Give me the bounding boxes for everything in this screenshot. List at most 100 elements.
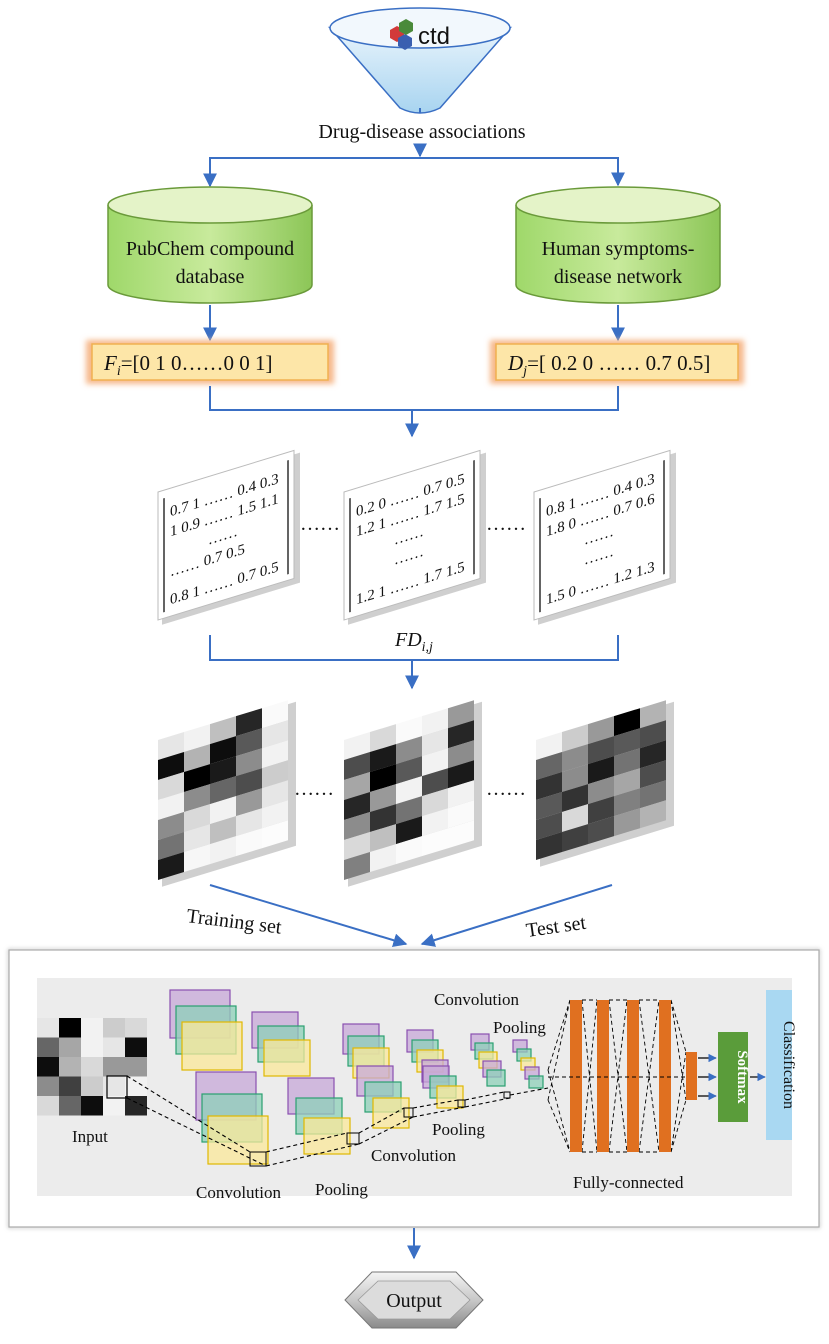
image-pixel — [614, 808, 640, 837]
feature-matrices: 0.7 1 …… 0.4 0.31 0.9 …… 1.5 1.1………… 0.7… — [157, 449, 676, 625]
training-arrow — [209, 884, 408, 948]
image-pixel — [396, 756, 422, 785]
dj-value: =[ 0.2 0 …… 0.7 0.5] — [527, 351, 710, 375]
image-pixel — [158, 792, 184, 820]
cnn-convolution-label-1: Convolution — [196, 1183, 282, 1202]
image-pixel — [370, 784, 396, 813]
grayscale-feature-image — [158, 700, 296, 887]
input-pixel — [103, 1096, 125, 1116]
image-pixel — [396, 836, 422, 865]
cnn-convolution-label-2: Convolution — [371, 1146, 457, 1165]
image-pixel — [422, 728, 448, 757]
image-pixel — [370, 824, 396, 853]
image-pixel — [562, 744, 588, 773]
image-pixel — [158, 732, 184, 760]
pubchem-database-cylinder: PubChem compound database — [107, 186, 313, 304]
input-pixel — [37, 1037, 59, 1057]
branch-connector-top — [203, 157, 625, 188]
image-pixel — [344, 732, 370, 760]
fc-layer-bar — [659, 1000, 671, 1152]
cnn-fully-connected-label: Fully-connected — [573, 1173, 684, 1192]
input-pixel — [59, 1057, 81, 1077]
image-pixel — [158, 772, 184, 800]
image-pixel — [422, 768, 448, 797]
image-pixel — [344, 812, 370, 840]
fd-label: FDi,j — [394, 629, 433, 655]
image-pixel — [422, 748, 448, 777]
image-pixel — [370, 764, 396, 793]
projection-line — [358, 1107, 405, 1134]
cnn-convolution-label-3: Convolution — [434, 990, 520, 1009]
image-pixel — [536, 772, 562, 800]
input-pixel — [103, 1037, 125, 1057]
conv-layer-1-bottom — [195, 1071, 269, 1165]
image-pixel — [640, 780, 666, 809]
image-pixel — [370, 724, 396, 753]
image-pixel — [614, 768, 640, 797]
image-pixel — [210, 796, 236, 825]
input-pixel — [125, 1018, 147, 1038]
image-pixel — [536, 812, 562, 840]
input-pixel — [125, 1057, 147, 1077]
input-pixel — [59, 1018, 81, 1038]
image-pixel — [262, 700, 288, 729]
receptive-window — [346, 1132, 360, 1145]
input-pixel — [81, 1096, 103, 1116]
projection-line — [126, 1097, 267, 1167]
image-pixel — [614, 788, 640, 817]
image-pixel — [262, 820, 288, 849]
image-pixel — [562, 824, 588, 853]
ctd-logo-text: ctd — [418, 23, 450, 50]
image-pixel — [562, 724, 588, 753]
image-pixel — [614, 708, 640, 737]
image-pixel — [614, 728, 640, 757]
projection-line — [412, 1099, 459, 1109]
image-pixel — [640, 720, 666, 749]
image-pixel — [262, 740, 288, 769]
image-pixel — [236, 728, 262, 757]
projection-line — [464, 1097, 511, 1108]
test-arrow — [420, 884, 613, 947]
receptive-window — [403, 1107, 414, 1118]
input-pixel — [37, 1096, 59, 1116]
input-pixel — [125, 1096, 147, 1116]
image-pixel — [236, 828, 262, 857]
projection-line — [358, 1116, 414, 1145]
image-pixel — [262, 720, 288, 749]
receptive-window — [249, 1151, 267, 1167]
pubchem-label-line1: PubChem compound — [126, 238, 294, 260]
input-pixel — [81, 1076, 103, 1096]
image-pixel — [640, 760, 666, 789]
fc-output-bar — [686, 1052, 697, 1100]
image-pixel — [588, 776, 614, 805]
svg-text:Dj=[ 0.2 0 …… 0.7 0.5]: Dj=[ 0.2 0 …… 0.7 0.5] — [507, 351, 710, 379]
image-pixel — [236, 748, 262, 777]
matrix-dots-2: …… — [486, 513, 526, 535]
fully-connected-layers — [547, 999, 697, 1153]
image-pixel — [236, 808, 262, 837]
fi-symbol: F — [103, 351, 117, 375]
grayscale-feature-image — [344, 700, 482, 887]
image-pixel — [158, 812, 184, 840]
image-pixel — [262, 780, 288, 809]
training-set-label: Training set — [185, 905, 283, 939]
image-pixel — [396, 816, 422, 845]
feature-matrix-sheet: 0.8 1 …… 0.4 0.31.8 0 …… 0.7 0.6…………1.5 … — [533, 449, 676, 625]
image-pixel — [236, 788, 262, 817]
image-pixel — [448, 800, 474, 829]
input-pixel — [37, 1057, 59, 1077]
image-pixel — [614, 748, 640, 777]
image-pixel — [448, 720, 474, 749]
test-set-label: Test set — [525, 912, 588, 942]
image-pixel — [210, 756, 236, 785]
image-pixel — [262, 800, 288, 829]
image-pixel — [640, 700, 666, 729]
image-dots-1: …… — [294, 778, 334, 800]
conv-layer-1-top — [169, 989, 243, 1071]
cnn-pooling-label-1: Pooling — [315, 1180, 368, 1199]
image-pixel — [536, 792, 562, 820]
input-pixel — [81, 1018, 103, 1038]
input-pixel — [37, 1076, 59, 1096]
input-pixel — [103, 1018, 125, 1038]
